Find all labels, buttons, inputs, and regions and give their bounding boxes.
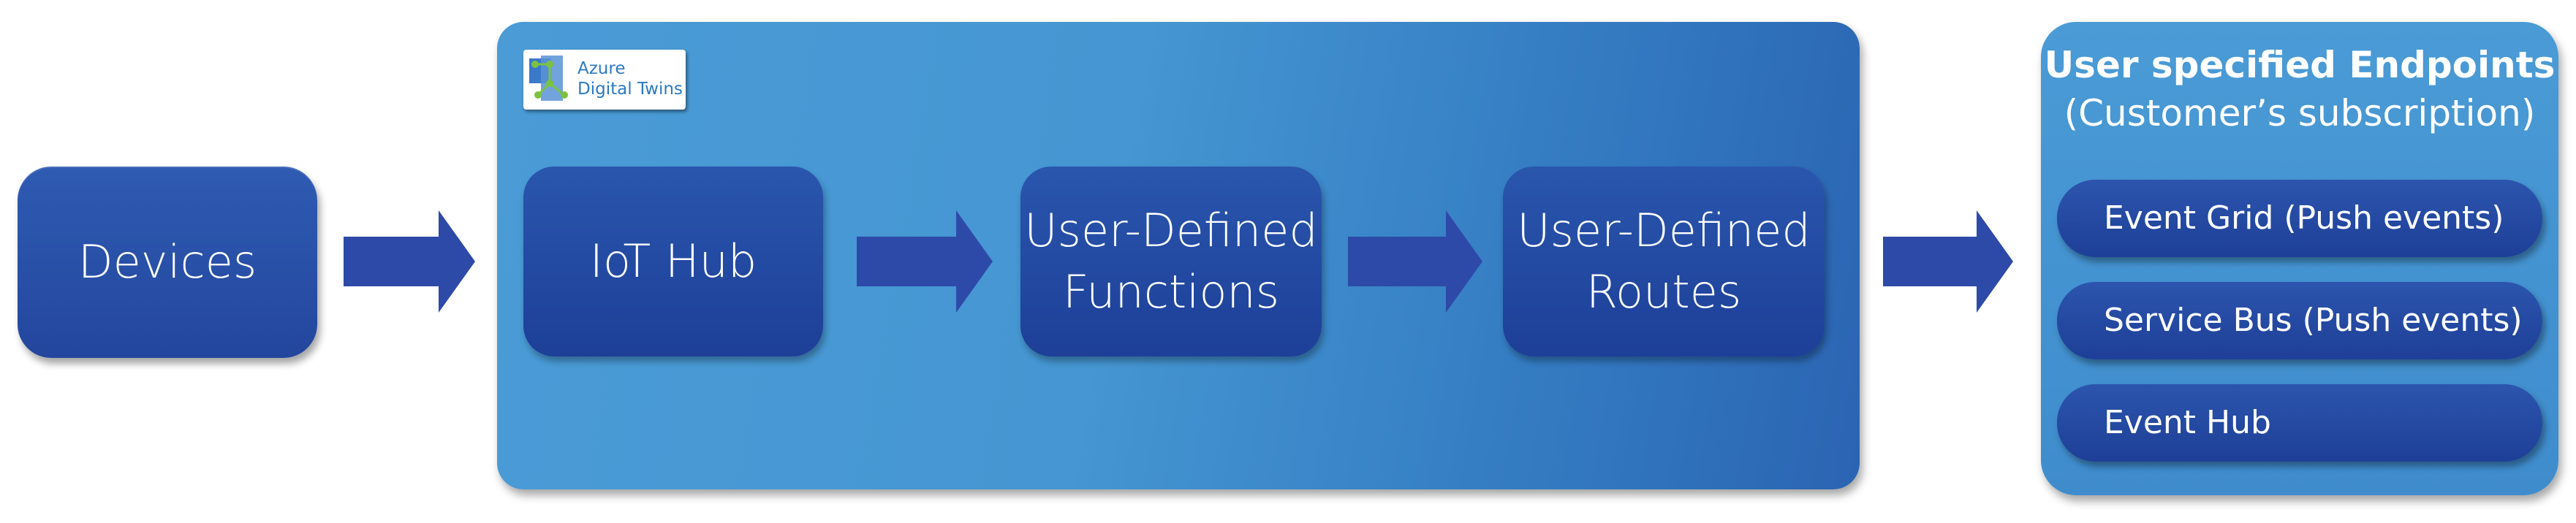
- user-defined-routes-box: User-Defined Routes: [1503, 167, 1825, 356]
- endpoint-service-bus: Service Bus (Push events): [2057, 282, 2542, 359]
- endpoints-title: User specified Endpoints: [2044, 44, 2556, 86]
- iot-hub-box: IoT Hub: [523, 167, 823, 356]
- endpoint-event-grid: Event Grid (Push events): [2057, 180, 2542, 257]
- user-defined-functions-box: User-Defined Functions: [1020, 167, 1322, 356]
- azure-digital-twins-icon: [529, 56, 568, 101]
- endpoints-subtitle: (Customer’s subscription): [2064, 92, 2536, 134]
- devices-label: Devices: [77, 235, 257, 289]
- iot-hub-label: IoT Hub: [589, 234, 757, 288]
- right-arrow-icon: [857, 210, 993, 313]
- logo-text: Azure Digital Twins: [577, 59, 683, 99]
- endpoint-event-hub: Event Hub: [2057, 384, 2542, 462]
- right-arrow-icon: [1348, 210, 1482, 313]
- devices-box: Devices: [18, 167, 317, 358]
- user-defined-functions-label: User-Defined Functions: [1024, 204, 1318, 318]
- right-arrow-icon: [344, 210, 475, 313]
- user-defined-routes-label: User-Defined Routes: [1517, 204, 1811, 318]
- right-arrow-icon: [1883, 210, 2013, 313]
